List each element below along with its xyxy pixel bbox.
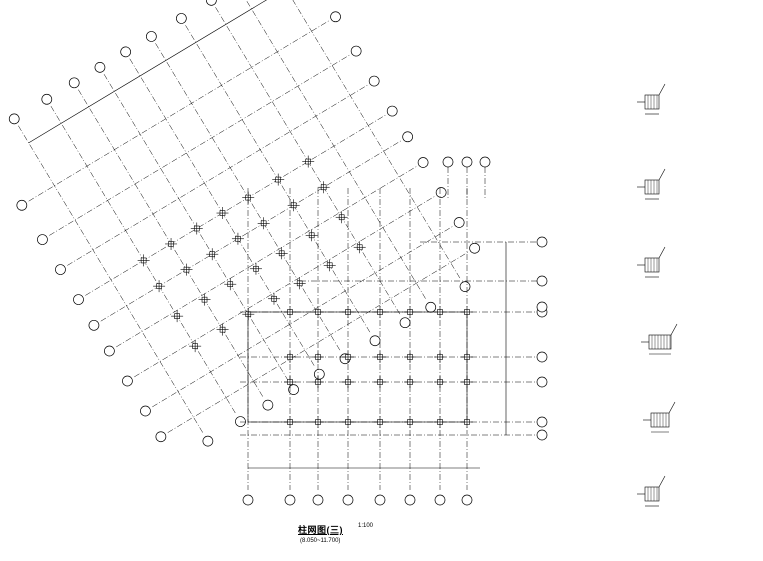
grid-axis-bubble (68, 77, 80, 89)
section-leader (658, 168, 666, 181)
drawing-title: 柱网图(三) (298, 525, 343, 535)
grid-axis-bubble (461, 494, 473, 506)
grid-axis-bubble (536, 376, 548, 388)
grid-axis-bubble (94, 62, 106, 73)
grid-axis-bubble (8, 113, 20, 125)
grid-axis-bubble (262, 399, 274, 411)
grid-axis-bubble (235, 416, 246, 427)
grid-axis-bubble (434, 494, 446, 506)
grid-axis-bubble (417, 157, 429, 168)
grid-axis-bubble (73, 294, 84, 305)
rotated-grid-line (134, 196, 435, 378)
column-section-details (637, 83, 678, 507)
grid-axis-bubble (120, 46, 132, 58)
floor-outline (247, 311, 468, 423)
grid-axis-bubble (202, 435, 214, 447)
grid-axis-bubble (536, 351, 548, 363)
rotated-grid-line (49, 54, 350, 236)
rotated-grid-line (100, 140, 401, 322)
grid-axis-bubble (536, 275, 548, 287)
grid-axis-bubble (536, 416, 548, 428)
grid-axis-bubble (140, 405, 151, 417)
grid-axis-bubble (176, 13, 187, 24)
grid-axis-bubble (313, 368, 325, 380)
section-leader (658, 83, 666, 96)
grid-axis-bubble (88, 319, 100, 331)
grid-axis-bubble (155, 431, 167, 443)
grid-axis-bubble (41, 93, 53, 105)
grid-axis-bubble (104, 345, 115, 357)
grid-axis-bubble (425, 301, 437, 313)
grid-axis-bubble (288, 384, 299, 395)
grid-axis-bubble (469, 242, 480, 254)
grid-axis-bubble (146, 31, 157, 42)
grid-axis-bubble (55, 264, 66, 275)
grid-axis-bubble (536, 236, 548, 248)
grid-axis-bubble (374, 494, 386, 506)
grid-axis-bubble (402, 131, 414, 143)
grid-axis-bubble (453, 217, 465, 228)
grid-axis-bubble (368, 75, 380, 87)
grid-axis-bubble (330, 11, 341, 23)
grid-axis-bubble (242, 494, 254, 506)
grid-axis-bubble (284, 494, 296, 506)
rotated-grid-line (167, 252, 468, 433)
grid-axis-bubble (435, 187, 447, 198)
grid-axis-bubble (312, 494, 324, 506)
grid-axis-bubble (459, 281, 471, 292)
rotated-grid-block (8, 0, 480, 447)
grid-axis-bubble (206, 0, 217, 6)
grid-axis-bubble (342, 494, 354, 506)
rotated-grid-line (116, 166, 417, 348)
grid-axis-bubble (442, 156, 454, 168)
grid-axis-bubble (386, 105, 398, 117)
grid-axis-bubble (16, 199, 28, 211)
grid-axis-bubble (37, 234, 48, 245)
rotated-grid-line (152, 226, 453, 408)
section-leader (658, 475, 666, 488)
rotated-grid-line (292, 0, 462, 280)
section-leader (658, 246, 666, 259)
rotated-grid-line (28, 20, 329, 202)
drawing-scale: 1:100 (358, 523, 374, 529)
grid-axis-bubble (122, 375, 133, 387)
rotated-grid-line (85, 114, 386, 296)
grid-axis-bubble (479, 156, 491, 168)
column-section (648, 334, 672, 350)
grid-axis-bubble (536, 429, 548, 441)
rotated-dimension-line (28, 0, 267, 144)
rotated-grid-line (67, 84, 368, 266)
grid-axis-bubble (399, 317, 411, 329)
grid-axis-bubble (461, 156, 473, 168)
section-leader (668, 401, 676, 414)
grid-axis-bubble (536, 301, 548, 313)
section-leader (670, 323, 678, 336)
grid-axis-bubble (404, 494, 416, 506)
drawing-subtitle: (8.050~11.700) (300, 538, 341, 544)
orthogonal-grid-block (240, 156, 548, 506)
grid-axis-bubble (350, 45, 362, 57)
grid-axis-bubble (369, 335, 381, 347)
